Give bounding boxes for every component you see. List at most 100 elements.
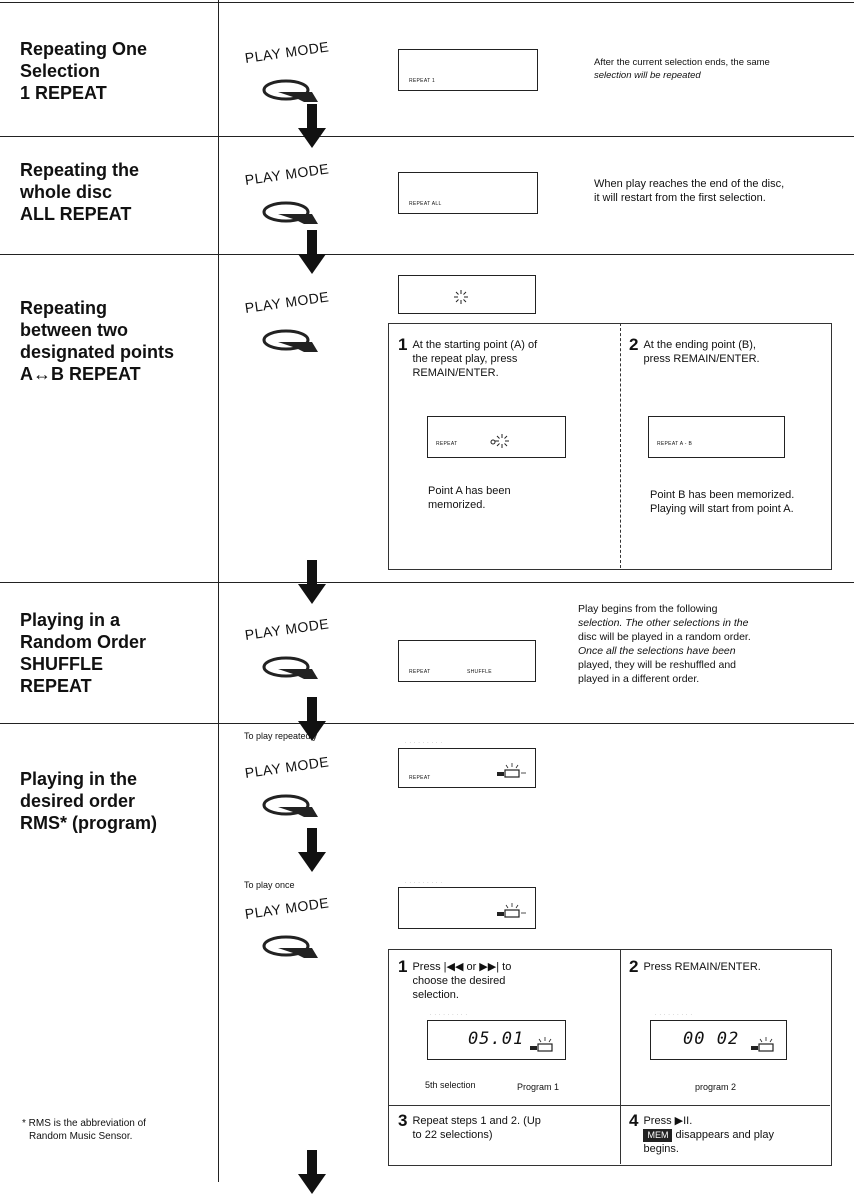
step-number: 3 — [398, 1111, 408, 1130]
play-mode-label: PLAY MODE — [243, 753, 331, 781]
step-line: selection. — [412, 989, 459, 1001]
play-mode-label: PLAY MODE — [243, 38, 331, 66]
title-line: between two — [20, 320, 129, 340]
blink-icon — [490, 434, 509, 448]
title-line: A↔B REPEAT — [20, 364, 141, 384]
play-mode-button[interactable]: PLAY MODE — [244, 38, 346, 110]
title-line: Repeating One — [20, 39, 148, 59]
play-mode-label: PLAY MODE — [243, 894, 331, 922]
display-callout: 5th selection — [425, 1080, 476, 1090]
step-line: the repeat play, press — [412, 353, 518, 365]
hand-press-icon — [262, 656, 318, 679]
step-number: 4 — [629, 1111, 639, 1130]
step-line: REMAIN/ENTER. — [412, 367, 499, 379]
rms-steps-panel — [388, 949, 832, 1166]
title-line: SHUFFLE — [20, 654, 103, 674]
lcd-display — [398, 275, 536, 314]
step-instruction: 2 At the ending point (B), press REMAIN/… — [629, 336, 829, 366]
section-divider — [0, 2, 854, 3]
footnote-line: * RMS is the abbreviation of — [22, 1118, 146, 1129]
lcd-text: REPEAT — [409, 775, 431, 781]
section-divider — [0, 136, 854, 137]
lcd-indicator-row: · · · · · · · · · — [405, 880, 443, 885]
title-line: desired order — [20, 791, 136, 811]
mem-blink-icon — [751, 1037, 774, 1052]
play-mode-button[interactable]: PLAY MODE — [244, 160, 346, 232]
step-line: Press REMAIN/ENTER. — [643, 961, 761, 973]
mem-blink-icon — [530, 1037, 553, 1052]
down-arrow-icon — [298, 697, 326, 741]
column-divider — [218, 0, 219, 1182]
play-mode-button[interactable]: PLAY MODE — [244, 753, 346, 825]
lcd-indicator-row: · · · · · · · · · — [430, 1012, 468, 1017]
step-number: 1 — [398, 335, 408, 354]
step-caption: Point B has been memorized. Playing will… — [650, 488, 794, 516]
to-play-once-label: To play once — [244, 880, 295, 890]
lcd-text: REPEAT ALL — [409, 201, 442, 207]
lcd-text: REPEAT A - B — [657, 441, 693, 447]
title-line: 1 REPEAT — [20, 83, 107, 103]
step-line: disappears and play — [675, 1129, 774, 1141]
mem-blink-icon — [497, 763, 526, 778]
down-arrow-icon — [298, 1150, 326, 1194]
lcd-display: REPEAT ALL — [398, 172, 538, 214]
desc-line: it will restart from the first selection… — [594, 192, 766, 204]
play-mode-label: PLAY MODE — [243, 160, 331, 188]
lcd-display — [398, 887, 536, 929]
title-line: Repeating the — [20, 160, 140, 180]
caption-line: Playing will start from point A. — [650, 503, 794, 515]
section-description: After the current selection ends, the sa… — [594, 56, 770, 82]
segment-display: 05.01 — [468, 1029, 525, 1049]
play-mode-button[interactable]: PLAY MODE — [244, 894, 346, 966]
hand-press-icon — [262, 935, 318, 958]
title-line: ALL REPEAT — [20, 204, 132, 224]
down-arrow-icon — [298, 828, 326, 872]
desc-line: played in a different order. — [578, 673, 700, 685]
down-arrow-icon — [298, 230, 326, 274]
title-line: RMS* (program) — [20, 813, 158, 833]
desc-line: selection. The other selections in the — [578, 617, 749, 629]
step-instruction: 1 At the starting point (A) of the repea… — [398, 335, 613, 380]
step-line: press REMAIN/ENTER. — [643, 353, 760, 365]
hand-press-icon — [262, 329, 318, 352]
footnote-line: Random Music Sensor. — [29, 1131, 133, 1142]
step-line: Press ▶II. — [643, 1115, 693, 1127]
lcd-display: 00 02 — [650, 1020, 787, 1060]
step-line: At the ending point (B), — [643, 339, 756, 351]
caption-line: Point B has been memorized. — [650, 489, 795, 501]
section-title: Repeating between two designated points … — [20, 297, 174, 385]
lcd-indicator-row: · · · · · · · · · — [655, 1012, 693, 1017]
section-divider — [0, 723, 854, 724]
step-instruction: 3 Repeat steps 1 and 2. (Up to 22 select… — [398, 1111, 613, 1142]
lcd-text: REPEAT — [409, 669, 431, 675]
step-number: 1 — [398, 957, 408, 976]
hand-press-icon — [262, 201, 318, 224]
title-line: Playing in a — [20, 610, 121, 630]
section-description: When play reaches the end of the disc, i… — [594, 177, 784, 205]
caption-line: Point A has been — [428, 485, 511, 497]
title-line: REPEAT — [20, 676, 92, 696]
section-description: Play begins from the following selection… — [578, 602, 751, 686]
footnote: * RMS is the abbreviation of Random Musi… — [22, 1117, 146, 1143]
title-line: Playing in the — [20, 769, 138, 789]
section-title: Repeating the whole disc ALL REPEAT — [20, 159, 139, 225]
play-mode-label: PLAY MODE — [243, 615, 331, 643]
section-title: Playing in the desired order RMS* (progr… — [20, 768, 157, 834]
segment-display: 00 02 — [683, 1029, 740, 1049]
hand-press-icon — [262, 79, 318, 102]
step-divider — [620, 949, 621, 1164]
blink-icon — [454, 290, 468, 304]
title-line: whole disc — [20, 182, 113, 202]
display-callout: Program 1 — [517, 1082, 560, 1092]
step-caption: Point A has been memorized. — [428, 484, 511, 512]
play-mode-button[interactable]: PLAY MODE — [244, 288, 346, 360]
lcd-text: SHUFFLE — [467, 669, 492, 675]
desc-line: Play begins from the following — [578, 603, 718, 615]
step-instruction: 4 Press ▶II. MEM disappears and play beg… — [629, 1111, 829, 1156]
title-line: Selection — [20, 61, 101, 81]
lcd-display: REPEAT — [398, 748, 536, 788]
desc-line: played, they will be reshuffled and — [578, 659, 736, 671]
lcd-display: REPEAT 1 — [398, 49, 538, 91]
play-mode-button[interactable]: PLAY MODE — [244, 615, 346, 687]
lcd-text: REPEAT — [436, 441, 458, 447]
